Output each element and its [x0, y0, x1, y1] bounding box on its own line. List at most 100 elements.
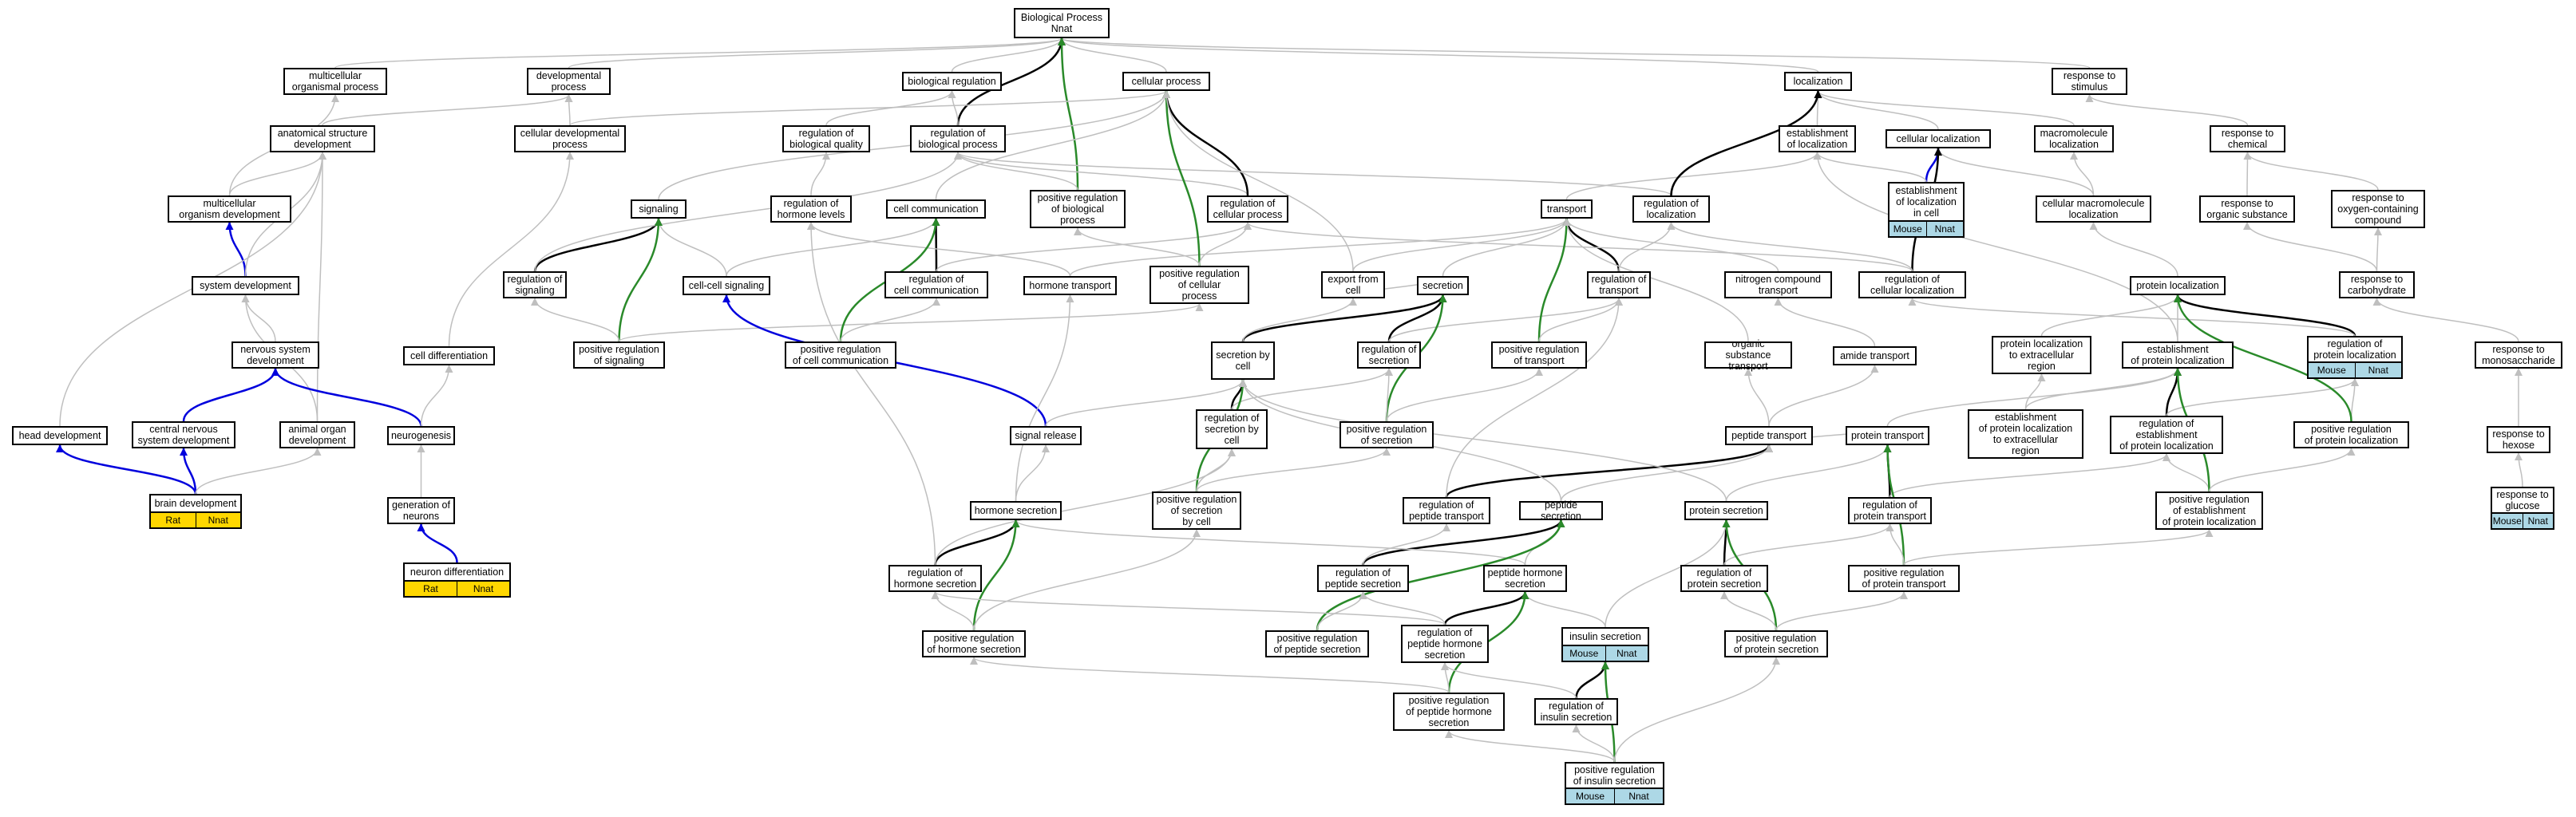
go-term-regulation-of-cellular-localization[interactable]: regulation of cellular localization: [1858, 271, 1966, 298]
go-term-hormone-transport[interactable]: hormone transport: [1023, 276, 1117, 295]
go-term-regulation-of-establishment-of-protein-localization[interactable]: regulation of establishment of protein l…: [2110, 416, 2223, 454]
go-term-cell-differentiation[interactable]: cell differentiation: [403, 346, 495, 365]
go-term-positive-regulation-of-protein-transport[interactable]: positive regulation of protein transport: [1848, 565, 1960, 592]
go-term-regulation-of-hormone-levels[interactable]: regulation of hormone levels: [770, 195, 852, 223]
go-term-bp[interactable]: Biological Process Nnat: [1014, 8, 1110, 38]
go-term-regulation-of-cellular-process[interactable]: regulation of cellular process: [1207, 195, 1288, 223]
go-term-macromolecule-localization[interactable]: macromolecule localization: [2034, 125, 2114, 152]
go-term-positive-regulation-of-protein-secretion[interactable]: positive regulation of protein secretion: [1724, 630, 1828, 657]
go-term-brain-development[interactable]: brain development: [149, 494, 242, 513]
go-term-hormone-secretion[interactable]: hormone secretion: [970, 501, 1062, 520]
go-term-regulation-of-biological-process[interactable]: regulation of biological process: [910, 125, 1006, 152]
go-term-regulation-of-cell-communication[interactable]: regulation of cell communication: [884, 271, 988, 298]
go-term-cell-communication[interactable]: cell communication: [886, 199, 986, 219]
go-term-export-from-cell[interactable]: export from cell: [1321, 271, 1385, 298]
go-term-positive-regulation-of-peptide-secretion[interactable]: positive regulation of peptide secretion: [1265, 630, 1369, 657]
edge-cell_communication-to-cellular_process: [935, 90, 1170, 200]
go-term-nervous-system-development[interactable]: nervous system development: [231, 341, 319, 369]
go-term-protein-secretion[interactable]: protein secretion: [1684, 501, 1768, 520]
go-term-establishment-of-protein-localization[interactable]: establishment of protein localization: [2122, 341, 2234, 369]
go-term-insulin-secretion[interactable]: insulin secretion: [1561, 627, 1649, 646]
go-term-biological-regulation[interactable]: biological regulation: [902, 72, 1002, 91]
go-term-positive-regulation-of-hormone-secretion[interactable]: positive regulation of hormone secretion: [922, 630, 1026, 657]
go-term-regulation-of-protein-localization[interactable]: regulation of protein localization: [2307, 336, 2403, 363]
go-term-regulation-of-insulin-secretion[interactable]: regulation of insulin secretion: [1534, 698, 1618, 725]
edge-positive_regulation_of_signaling-to-regulation_of_signaling: [531, 298, 620, 342]
go-term-regulation-of-peptide-transport[interactable]: regulation of peptide transport: [1403, 497, 1490, 524]
go-term-positive-regulation-of-secretion-by-cell[interactable]: positive regulation of secretion by cell: [1152, 491, 1241, 530]
go-term-regulation-of-signaling[interactable]: regulation of signaling: [503, 271, 567, 298]
go-term-positive-regulation-of-biological-process[interactable]: positive regulation of biological proces…: [1030, 190, 1126, 228]
go-term-positive-regulation-of-insulin-secretion[interactable]: positive regulation of insulin secretion: [1565, 762, 1664, 789]
go-term-head-development[interactable]: head development: [12, 426, 108, 445]
go-term-regulation-of-transport[interactable]: regulation of transport: [1587, 271, 1651, 298]
go-term-regulation-of-peptide-secretion[interactable]: regulation of peptide secretion: [1317, 565, 1409, 592]
go-term-peptide-hormone-secretion[interactable]: peptide hormone secretion: [1483, 565, 1567, 592]
go-term-regulation-of-secretion[interactable]: regulation of secretion: [1357, 341, 1421, 369]
edge-neurogenesis-to-cell_differentiation: [420, 365, 453, 427]
go-term-anatomical-structure-development[interactable]: anatomical structure development: [270, 125, 375, 152]
go-term-localization[interactable]: localization: [1784, 72, 1852, 91]
go-term-positive-regulation-of-establishment-of-protein-localization[interactable]: positive regulation of establishment of …: [2155, 491, 2263, 530]
gene-badge: Nnat: [1925, 222, 1963, 236]
go-term-positive-regulation-of-peptide-hormone-secretion[interactable]: positive regulation of peptide hormone s…: [1393, 693, 1505, 731]
go-term-central-nervous-system-development[interactable]: central nervous system development: [132, 421, 235, 448]
go-term-establishment-of-protein-localization-to-extracellular-region[interactable]: establishment of protein localization to…: [1968, 409, 2083, 459]
go-term-signaling[interactable]: signaling: [631, 199, 687, 219]
edge-establishment_of_protein_localization_to_extracellular_region-to-protein_localization_to_extracellular_region: [2024, 373, 2046, 410]
go-term-multicellular-organismal-process[interactable]: multicellular organismal process: [283, 68, 387, 95]
go-term-regulation-of-localization[interactable]: regulation of localization: [1632, 195, 1710, 223]
go-term-response-to-glucose[interactable]: response to glucose: [2491, 487, 2554, 514]
go-term-amide-transport[interactable]: amide transport: [1833, 346, 1917, 365]
go-term-cellular-process[interactable]: cellular process: [1122, 72, 1210, 91]
go-term-response-to-hexose[interactable]: response to hexose: [2487, 426, 2550, 453]
go-term-cellular-developmental-process[interactable]: cellular developmental process: [514, 125, 626, 152]
go-term-establishment-of-localization[interactable]: establishment of localization: [1779, 125, 1856, 152]
edge-response_to_carbohydrate-to-response_to_organic_substance: [2243, 222, 2378, 272]
go-term-animal-organ-development[interactable]: animal organ development: [279, 421, 355, 448]
go-term-response-to-oxygen-containing-compound[interactable]: response to oxygen-containing compound: [2331, 190, 2425, 228]
go-term-peptide-secretion[interactable]: peptide secretion: [1519, 499, 1603, 522]
go-term-cellular-localization[interactable]: cellular localization: [1886, 129, 1991, 148]
go-term-protein-localization-to-extracellular-region[interactable]: protein localization to extracellular re…: [1992, 336, 2091, 374]
go-term-positive-regulation-of-cell-communication[interactable]: positive regulation of cell communicatio…: [785, 341, 896, 369]
go-term-regulation-of-secretion-by-cell[interactable]: regulation of secretion by cell: [1196, 409, 1268, 449]
go-term-response-to-stimulus[interactable]: response to stimulus: [2052, 68, 2127, 95]
go-term-response-to-organic-substance[interactable]: response to organic substance: [2199, 195, 2295, 223]
go-term-regulation-of-hormone-secretion[interactable]: regulation of hormone secretion: [888, 565, 982, 592]
edge-positive_regulation_of_signaling-to-signaling: [618, 218, 663, 342]
go-term-regulation-of-protein-transport[interactable]: regulation of protein transport: [1848, 497, 1932, 524]
go-term-protein-transport[interactable]: protein transport: [1846, 426, 1929, 445]
go-term-regulation-of-peptide-hormone-secretion[interactable]: regulation of peptide hormone secretion: [1401, 625, 1489, 663]
go-term-organic-substance-transport[interactable]: organic substance transport: [1704, 338, 1792, 372]
edge-cellular_macromolecule_localization-to-macromolecule_localization: [2070, 152, 2095, 196]
go-term-transport[interactable]: transport: [1541, 199, 1593, 219]
go-term-developmental-process[interactable]: developmental process: [527, 68, 611, 95]
go-term-peptide-transport[interactable]: peptide transport: [1725, 426, 1813, 445]
go-term-multicellular-organism-development[interactable]: multicellular organism development: [168, 195, 291, 223]
go-term-signal-release[interactable]: signal release: [1010, 426, 1082, 445]
go-term-positive-regulation-of-signaling[interactable]: positive regulation of signaling: [573, 341, 665, 369]
go-term-response-to-chemical[interactable]: response to chemical: [2210, 125, 2285, 152]
go-term-positive-regulation-of-secretion[interactable]: positive regulation of secretion: [1339, 421, 1434, 448]
go-term-response-to-carbohydrate[interactable]: response to carbohydrate: [2339, 271, 2415, 298]
edge-positive_regulation_of_protein_localization-to-regulation_of_protein_localization: [2350, 378, 2359, 422]
go-term-cellular-macromolecule-localization[interactable]: cellular macromolecule localization: [2036, 195, 2151, 223]
go-term-response-to-monosaccharide[interactable]: response to monosaccharide: [2475, 341, 2562, 369]
go-term-neuron-differentiation[interactable]: neuron differentiation: [403, 562, 511, 582]
go-term-generation-of-neurons[interactable]: generation of neurons: [387, 497, 455, 524]
go-term-positive-regulation-of-cellular-process[interactable]: positive regulation of cellular process: [1150, 266, 1249, 304]
go-term-regulation-of-biological-quality[interactable]: regulation of biological quality: [782, 125, 870, 152]
go-term-secretion[interactable]: secretion: [1417, 276, 1469, 295]
go-term-positive-regulation-of-transport[interactable]: positive regulation of transport: [1491, 341, 1587, 369]
go-term-neurogenesis[interactable]: neurogenesis: [387, 426, 455, 445]
go-term-protein-localization[interactable]: protein localization: [2130, 276, 2226, 295]
go-term-secretion-by-cell[interactable]: secretion by cell: [1211, 341, 1275, 380]
go-term-establishment-of-localization-in-cell[interactable]: establishment of localization in cell: [1888, 182, 1965, 222]
go-term-nitrogen-compound-transport[interactable]: nitrogen compound transport: [1724, 271, 1832, 298]
go-term-positive-regulation-of-protein-localization[interactable]: positive regulation of protein localizat…: [2293, 421, 2409, 448]
go-term-system-development[interactable]: system development: [192, 276, 299, 295]
go-term-cell-cell-signaling[interactable]: cell-cell signaling: [683, 276, 770, 295]
go-term-regulation-of-protein-secretion[interactable]: regulation of protein secretion: [1680, 565, 1768, 592]
